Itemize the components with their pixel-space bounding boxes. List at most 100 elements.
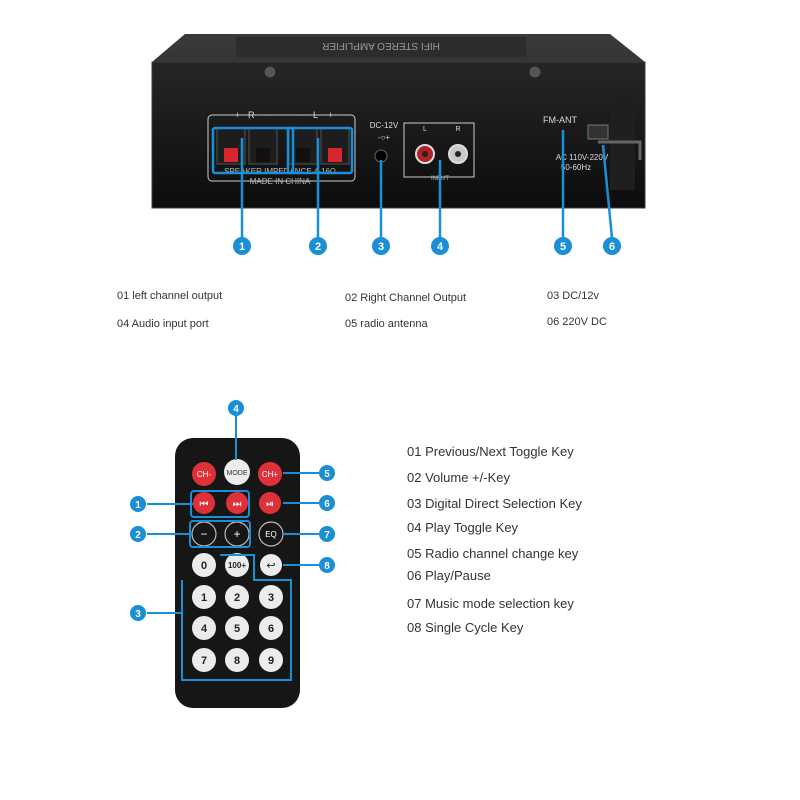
svg-text:8: 8 [234,655,240,667]
svg-text:MODE: MODE [227,470,248,477]
number-pad: 1 2 3 4 5 6 7 8 9 [192,585,283,672]
remote-diagram: CH- MODE CH+ ⏮ ⏭ ⏯ − + EQ 0 100+ [130,400,335,708]
remote-callout-lines [147,415,319,681]
impedance-label: SPEAKER IMPEDANCE 4-16Ω [224,167,336,176]
amp-callout-lines [211,126,614,239]
vol-plus-key[interactable]: + [224,521,250,547]
vol-minus-key[interactable]: − [191,521,217,547]
svg-text:100+: 100+ [228,561,246,570]
svg-text:3: 3 [268,592,274,604]
amp-caption: 04 Audio input port [117,318,209,330]
callout-marker: 2 [130,526,146,542]
callout-number: 1 [239,241,245,253]
svg-text:CH-: CH- [197,470,212,479]
amp-caption: 03 DC/12v [547,290,599,302]
digit-6-key[interactable]: 6 [259,616,283,640]
right-plus-terminal[interactable] [216,127,246,165]
digit-7-key[interactable]: 7 [192,648,216,672]
next-key[interactable]: ⏭ [226,492,248,514]
terminal-frame [207,114,356,182]
digit-3-key[interactable]: 3 [259,585,283,609]
svg-text:2: 2 [234,592,240,604]
ch-plus-key[interactable]: CH+ [258,462,282,486]
callout-marker: 1 [130,496,146,512]
callout-number: 3 [378,241,384,253]
screw-icon [263,65,277,79]
callout-number: 2 [315,241,321,253]
play-pause-key[interactable]: ⏯ [259,492,281,514]
digit-2-key[interactable]: 2 [225,585,249,609]
svg-text:⏮: ⏮ [200,499,209,510]
hundred-plus-key[interactable]: 100+ [225,553,249,577]
svg-text:↩: ↩ [266,560,275,572]
digit-5-key[interactable]: 5 [225,616,249,640]
svg-text:⏯: ⏯ [266,499,274,510]
fm-antenna-area: FM-ANT AC 110V-220V 50-60Hz [543,115,642,172]
svg-text:1: 1 [135,500,141,511]
callout-number: 4 [437,241,444,253]
polarity-left: L [313,110,318,120]
digit-4-key[interactable]: 4 [192,616,216,640]
return-key[interactable]: ↩ [260,554,282,576]
svg-text:−: − [200,527,207,541]
remote-legend-item: 04 Play Toggle Key [407,520,519,535]
dc-label: DC-12V [370,121,399,130]
svg-text:0: 0 [201,560,207,572]
remote-legend-item: 01 Previous/Next Toggle Key [407,444,574,459]
fm-antenna-jack[interactable] [587,124,609,140]
svg-text:⏭: ⏭ [233,499,242,510]
dc-input: DC-12V -○+ [370,121,399,163]
amp-caption: 02 Right Channel Output [345,292,467,304]
digit-0-key[interactable]: 0 [192,553,216,577]
polarity-plus: + [328,110,333,120]
remote-legend-item: 05 Radio channel change key [407,546,579,561]
polarity-plus: + [235,110,240,120]
left-plus-terminal[interactable] [320,127,350,165]
remote-callouts: 1 2 3 4 5 6 7 8 [130,400,335,621]
callout-marker: 6 [603,237,621,255]
svg-text:5: 5 [234,623,240,635]
callout-marker: 8 [319,557,335,573]
top-banner-text: HIFI STEREO AMPLIFIER [322,40,440,51]
amp-caption: 01 left channel output [117,290,223,302]
callout-marker: 1 [233,237,251,255]
remote-legend-item: 03 Digital Direct Selection Key [407,496,582,511]
callout-marker: 4 [431,237,449,255]
callout-marker: 2 [309,237,327,255]
callout-marker: 4 [228,400,244,416]
svg-text:2: 2 [135,530,141,541]
input-left-label: L [423,126,427,133]
amp-caption: 05 radio antenna [345,318,428,330]
polarity-minus: − [264,110,269,120]
ac-label: AC 110V-220V [556,153,609,162]
remote-legend-item: 08 Single Cycle Key [407,620,524,635]
hz-label: 50-60Hz [561,163,591,172]
digit-1-key[interactable]: 1 [192,585,216,609]
power-cable [598,140,642,160]
made-in-label: MADE IN CHINA [250,177,311,186]
svg-text:5: 5 [324,469,330,480]
screw-icon [528,65,542,79]
prev-key[interactable]: ⏮ [193,492,215,514]
svg-text:6: 6 [324,499,330,510]
ch-minus-key[interactable]: CH- [192,462,216,486]
svg-text:3: 3 [135,609,141,620]
svg-text:CH+: CH+ [262,470,279,479]
remote-legend-item: 02 Volume +/-Key [407,470,510,485]
mode-key[interactable]: MODE [224,459,250,485]
polarity-minus: − [300,110,305,120]
polarity-right: R [248,110,255,120]
digit-9-key[interactable]: 9 [259,648,283,672]
remote-legend-item: 06 Play/Pause [407,568,491,583]
amp-callouts: 1 2 3 4 5 6 [233,237,621,255]
top-label-plate [236,37,526,57]
svg-text:7: 7 [201,655,207,667]
speaker-terminals: + R − − L + SPEAKER IMPEDANCE 4-16Ω MADE… [207,110,356,186]
side-panel [610,90,635,190]
digit-8-key[interactable]: 8 [225,648,249,672]
svg-text:4: 4 [201,623,208,635]
input-right-label: R [455,126,460,133]
callout-number: 6 [609,241,615,253]
eq-key[interactable]: EQ [258,521,284,547]
right-minus-terminal[interactable] [248,127,278,165]
